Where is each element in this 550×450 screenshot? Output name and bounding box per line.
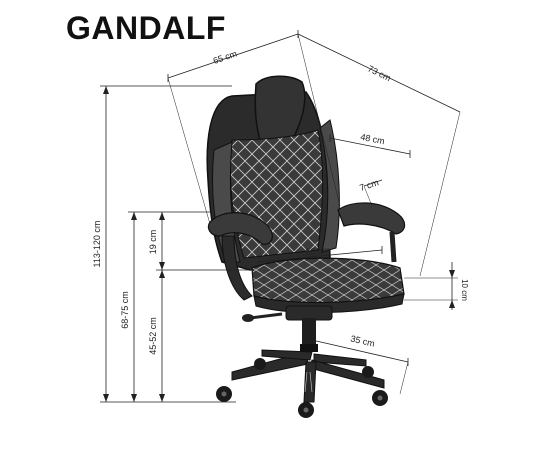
label-seat-depth: 50 cm — [305, 245, 330, 257]
armrest-left — [207, 212, 273, 245]
dimension-arrows — [103, 86, 455, 402]
seat-cushion — [251, 257, 405, 304]
product-title: GANDALF — [66, 10, 226, 46]
quilted-back-panel — [230, 129, 324, 259]
label-seat-width: 65 cm — [212, 48, 238, 65]
casters — [216, 358, 388, 418]
armrest-right — [337, 202, 406, 235]
label-backrest-width: 48 cm — [360, 132, 386, 146]
label-total-height: 113-120 cm — [92, 221, 102, 268]
label-seat-thickness: 10 cm — [460, 279, 469, 301]
tilt-lever — [249, 312, 283, 320]
label-seat-height: 45-52 cm — [148, 317, 158, 355]
headrest — [254, 75, 306, 147]
label-base-radius: 35 cm — [350, 333, 376, 348]
armrest-left-support — [221, 235, 253, 301]
mechanism-plate — [285, 305, 333, 321]
chair-illustration — [206, 75, 406, 418]
label-overall-depth: 73 cm — [366, 63, 392, 83]
side-bolster-right — [319, 119, 340, 253]
star-base — [231, 349, 385, 403]
label-armrest-above-seat: 19 cm — [148, 230, 158, 255]
label-headrest-gap: 7 cm — [358, 177, 380, 193]
dimension-lines — [100, 30, 461, 403]
label-armrest-height: 68-75 cm — [120, 291, 130, 329]
gas-lift — [302, 318, 316, 348]
